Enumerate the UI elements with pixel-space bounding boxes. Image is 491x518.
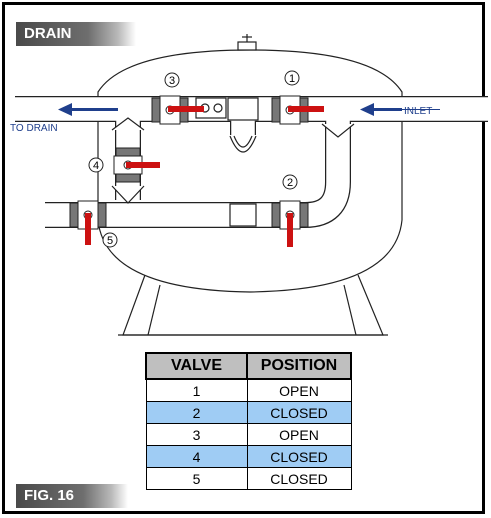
valve-cell: 1 (145, 378, 248, 402)
valve-cell: 2 (145, 401, 248, 424)
valve-1-handle (288, 106, 324, 112)
valve-3-handle (168, 106, 204, 112)
valve-5 (69, 200, 107, 245)
position-cell: CLOSED (246, 401, 352, 424)
valve-4-handle (126, 162, 160, 168)
valve-number-5: 5 (107, 235, 113, 247)
valve-cell: 5 (145, 467, 248, 490)
valve-3 (151, 95, 204, 125)
figure-label-tag: FIG. 16 (16, 484, 128, 508)
tank-body (97, 49, 403, 293)
valve-number-3: 3 (169, 75, 175, 87)
column-header-position: POSITION (246, 352, 352, 380)
to-drain-arrow-icon (58, 103, 118, 116)
table-row: 1 OPEN (145, 378, 352, 402)
valve-5-handle (85, 213, 91, 245)
valve-number-2: 2 (287, 177, 293, 189)
valve-4 (113, 147, 160, 183)
tank-base (118, 274, 388, 336)
valve-1 (271, 95, 324, 125)
table-row: 4 CLOSED (145, 445, 352, 468)
position-cell: OPEN (246, 423, 352, 446)
fittings (111, 97, 355, 227)
valve-number-4: 4 (93, 160, 99, 172)
position-cell: CLOSED (246, 445, 352, 468)
table-row: 3 OPEN (145, 423, 352, 446)
inlet-label: INLET (404, 106, 432, 117)
valve-number-markers: 3 1 2 4 5 (88, 70, 300, 248)
inlet-arrow-icon (360, 103, 402, 116)
to-drain-label: TO DRAIN (10, 123, 58, 134)
table-row: 2 CLOSED (145, 401, 352, 424)
table-header-row: VALVE POSITION (145, 352, 352, 380)
table-row: 5 CLOSED (145, 467, 352, 490)
valve-2 (271, 200, 309, 247)
valve-2-handle (287, 213, 293, 247)
position-cell: OPEN (246, 378, 352, 402)
vent-icon (237, 34, 257, 51)
flow-arrows (58, 103, 402, 116)
position-cell: CLOSED (246, 467, 352, 490)
drain-title-tag: DRAIN (16, 22, 136, 46)
valve-cell: 4 (145, 445, 248, 468)
valve-number-1: 1 (289, 73, 295, 85)
valve-position-table: VALVE POSITION 1 OPEN 2 CLOSED 3 OPEN 4 … (145, 352, 352, 490)
column-header-valve: VALVE (145, 352, 248, 380)
valve-cell: 3 (145, 423, 248, 446)
